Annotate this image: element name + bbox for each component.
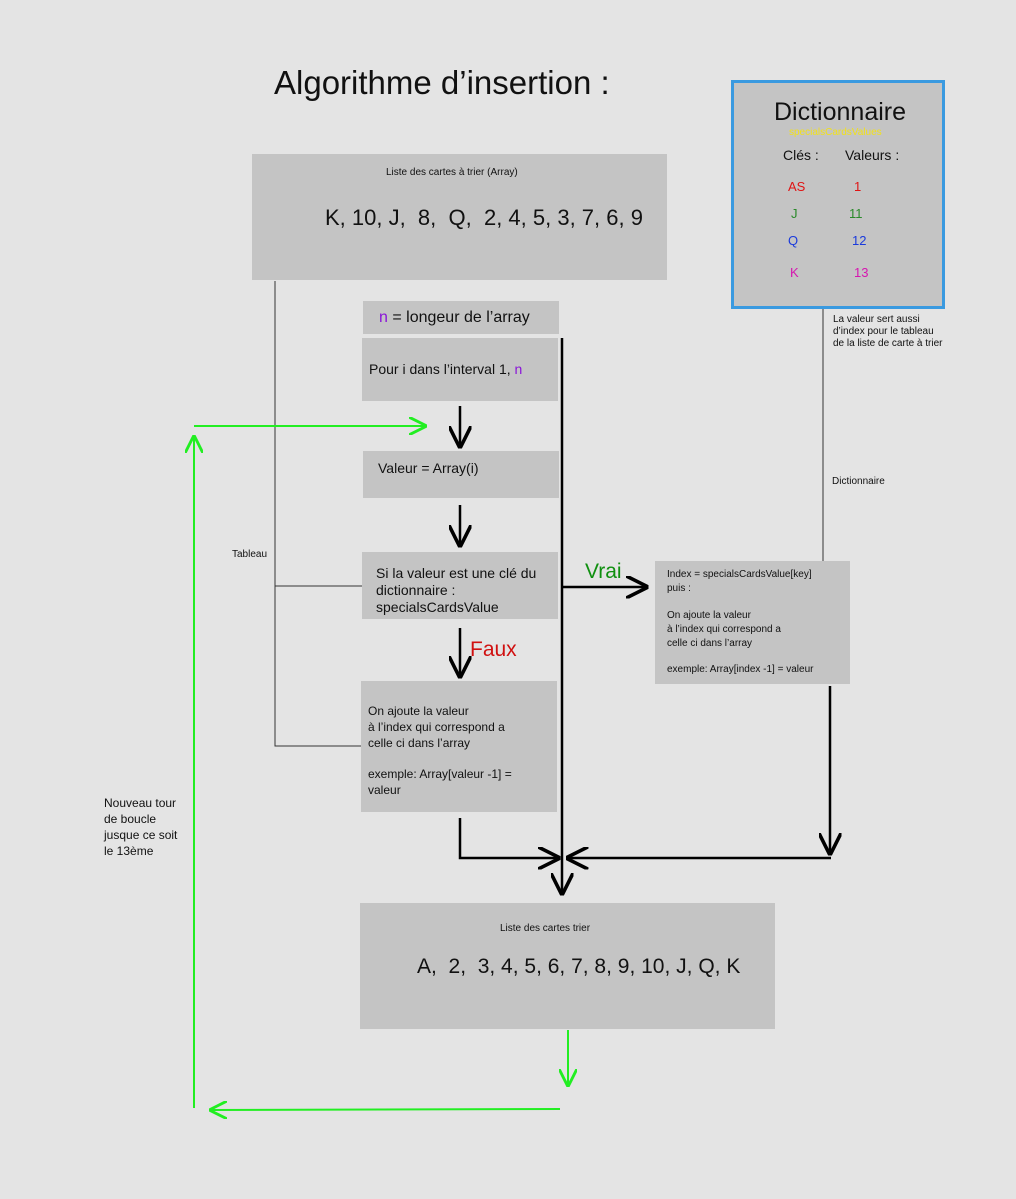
tableau-connector [274,281,362,747]
dict-value-as: 1 [854,179,862,194]
value-text: Valeur = Array(i) [378,460,479,476]
output-list-box: Liste des cartes trier A, 2, 3, 4, 5, 6,… [360,903,775,1029]
length-text: n = longeur de l’array [379,309,530,327]
input-list-values: K, 10, J, 8, Q, 2, 4, 5, 3, 7, 6, 9 [325,205,643,230]
tableau-connector-label: Tableau [232,549,268,560]
condition-line-2: dictionnaire : [376,582,456,598]
loop-note-line-4: le 13ème [104,844,154,858]
true-line-4: à l’index qui correspond a [667,624,781,635]
true-line-5: celle ci dans l’array [667,638,753,649]
dict-note-line-1: La valeur sert aussi [833,314,920,325]
faux-label: Faux [470,638,517,661]
false-line-5: valeur [368,783,401,797]
condition-box: Si la valeur est une clé du dictionnaire… [362,552,558,619]
false-line-3: celle ci dans l’array [368,736,471,750]
dict-key-j: J [791,206,798,221]
dict-note-line-3: de la liste de carte à trier [833,338,943,349]
loop-note-line-2: de boucle [104,812,157,826]
green-arrow-bottom [211,1109,561,1110]
output-list-values: A, 2, 3, 4, 5, 6, 7, 8, 9, 10, J, Q, K [417,955,741,978]
arrow-false-down [458,818,558,858]
n-variable: n [379,309,388,326]
false-line-4: exemple: Array[valeur -1] = [368,767,512,781]
dict-note-line-2: d’index pour le tableau [833,326,934,337]
dict-key-k: K [790,265,799,280]
diagram-title: Algorithme d’insertion : [274,64,610,101]
loop-note-line-3: jusque ce soit [104,828,178,842]
loop-label: Pour i dans l’interval 1, [369,361,515,377]
condition-line-3: specialsCardsValue [376,599,499,615]
dict-value-k: 13 [854,265,869,280]
loop-box: Pour i dans l’interval 1, n [362,338,558,401]
dict-value-j: 11 [849,206,863,221]
loop-n-variable: n [514,361,523,377]
output-list-label: Liste des cartes trier [500,923,591,934]
keys-header: Clés : [783,147,819,163]
dictionnaire-connector-label: Dictionnaire [832,476,885,487]
input-list-box: Liste des cartes à trier (Array) K, 10, … [252,154,667,280]
value-box: Valeur = Array(i) [363,451,559,498]
true-branch-box: Index = specialsCardsValue[key] puis : O… [655,561,850,684]
vrai-label: Vrai [585,560,622,583]
length-label: = longeur de l’array [387,309,530,326]
false-line-1: On ajoute la valeur [368,704,469,718]
dictionary-box: Dictionnaire specialsCardsValues Clés : … [731,80,945,309]
dictionary-subtitle: specialsCardsValues [789,127,882,138]
length-box: n = longeur de l’array [363,301,559,334]
loop-note-line-1: Nouveau tour [104,796,177,810]
dict-value-q: 12 [852,233,867,248]
dictionary-title: Dictionnaire [774,98,907,126]
true-line-1: Index = specialsCardsValue[key] [667,569,812,580]
condition-line-1: Si la valeur est une clé du [376,565,537,581]
false-branch-box: On ajoute la valeur à l’index qui corres… [361,681,557,812]
dict-key-q: Q [788,233,799,248]
true-line-6: exemple: Array[index -1] = valeur [667,664,814,675]
loop-text: Pour i dans l’interval 1, n [369,361,522,377]
dict-key-as: AS [788,179,806,194]
true-line-3: On ajoute la valeur [667,610,751,621]
true-line-2: puis : [667,583,691,594]
input-list-label: Liste des cartes à trier (Array) [386,167,518,178]
false-line-2: à l’index qui correspond a [368,720,505,734]
values-header: Valeurs : [845,147,900,163]
